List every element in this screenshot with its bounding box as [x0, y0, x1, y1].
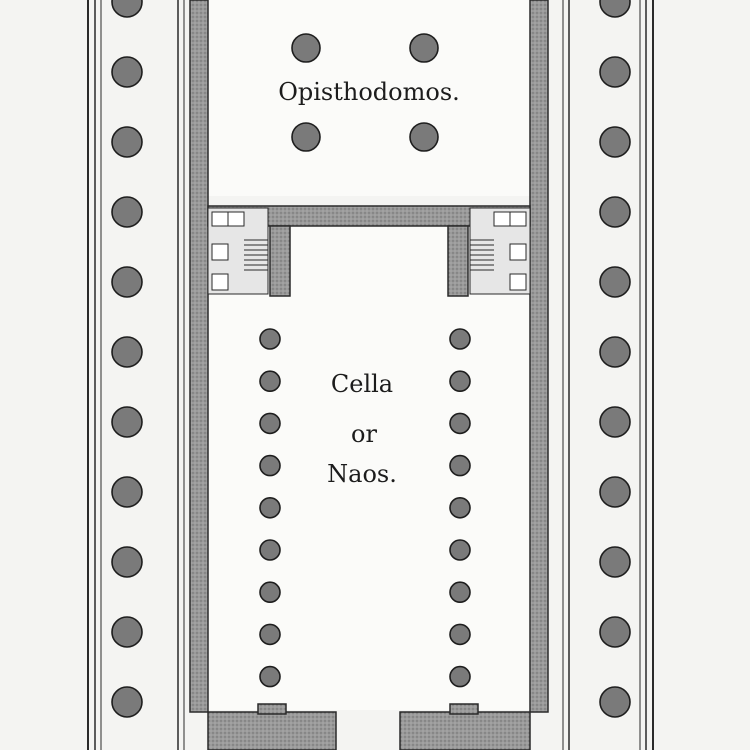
pteron-lines [177, 0, 570, 750]
peristyle-column [111, 476, 143, 508]
peristyle-column [599, 616, 631, 648]
cella-column [259, 412, 281, 435]
cella-column [449, 623, 471, 646]
opisthodomos-label: Opisthodomos. [278, 78, 460, 106]
peristyle-column [599, 476, 631, 508]
peristyle-column [599, 686, 631, 718]
peristyle-column [111, 336, 143, 368]
peristyle-column [599, 546, 631, 578]
opisthodomos-column [409, 33, 439, 63]
peristyle-column [599, 196, 631, 228]
peristyle-column [599, 336, 631, 368]
peristyle-column [111, 126, 143, 158]
opisthodomos-column [291, 33, 321, 63]
cella-column [259, 328, 281, 350]
peristyle-column [111, 56, 143, 88]
opisthodomos-column [409, 122, 439, 152]
cella-or-label: or [351, 420, 377, 448]
cella-columns-left [259, 328, 281, 688]
cella-columns-right [449, 328, 471, 688]
peristyle-column [111, 686, 143, 718]
right-staircase [469, 207, 531, 295]
opisthodomos-column [291, 122, 321, 152]
peristyle-column [111, 266, 143, 298]
opisthodomos-columns [291, 33, 439, 152]
stylobate-edges [87, 0, 654, 750]
cella-column [259, 665, 281, 688]
cella-column [449, 581, 471, 604]
peristyle-column [599, 56, 631, 88]
cella-walls [189, 0, 549, 750]
peristyle-column [599, 406, 631, 438]
peristyle-columns-right [599, 0, 631, 718]
cella-column [259, 454, 281, 477]
cella-column [449, 370, 471, 393]
cella-column [449, 454, 471, 477]
cella-column [449, 412, 471, 435]
peristyle-column [599, 0, 631, 18]
cella-label: Cella [331, 370, 393, 398]
peristyle-column [111, 546, 143, 578]
cella-column [259, 623, 281, 646]
peristyle-column [111, 406, 143, 438]
cella-column [449, 665, 471, 688]
cella-column [449, 328, 471, 350]
cella-column [449, 496, 471, 519]
peristyle-column [599, 126, 631, 158]
naos-label: Naos. [327, 460, 397, 488]
cella-column [259, 581, 281, 604]
cella-column [259, 539, 281, 561]
peristyle-column [599, 266, 631, 298]
peristyle-columns-left [111, 0, 143, 718]
peristyle-column [111, 616, 143, 648]
cella-column [449, 539, 471, 561]
cella-column [259, 496, 281, 519]
left-staircase [207, 207, 269, 295]
cella-column [259, 370, 281, 393]
opisthodomos-floor [208, 0, 530, 196]
peristyle-column [111, 0, 143, 18]
peristyle-column [111, 196, 143, 228]
